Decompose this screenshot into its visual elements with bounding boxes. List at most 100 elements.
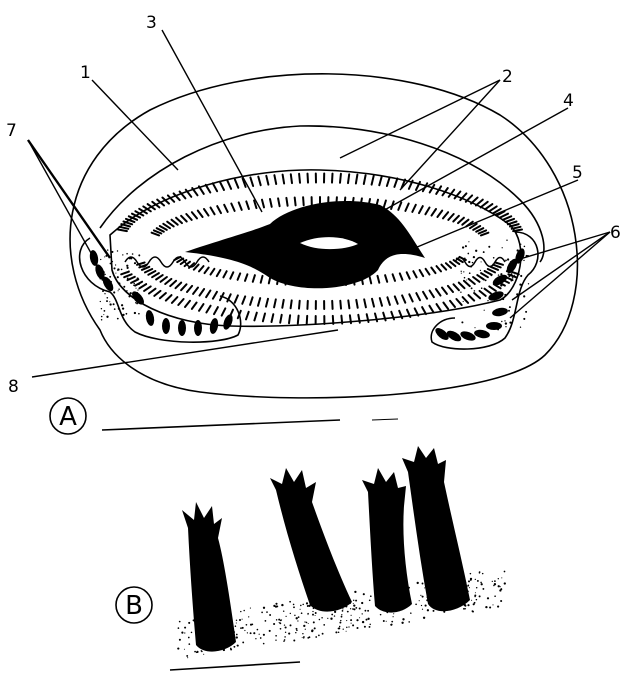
stipple-dot	[293, 639, 295, 641]
hatch-stroke	[493, 265, 501, 268]
stipple-dot	[106, 300, 108, 302]
stipple-dot	[353, 604, 355, 606]
stipple-dot	[380, 614, 382, 616]
stipple-dot	[135, 288, 136, 289]
label-2: 2	[502, 67, 513, 87]
hatch-stroke	[289, 315, 290, 323]
stipple-dot	[495, 293, 496, 294]
stipple-dot	[473, 256, 475, 258]
hatch-stroke	[282, 300, 283, 308]
stipple-dot	[482, 573, 483, 574]
stipple-dot	[196, 651, 198, 653]
stipple-dot	[313, 621, 315, 623]
stipple-dot	[257, 629, 259, 631]
stipple-dot	[466, 280, 467, 281]
stipple-dot	[126, 253, 128, 255]
stipple-dot	[500, 273, 502, 275]
hatch-stroke	[477, 275, 484, 279]
stipple-dot	[370, 595, 372, 597]
hatch-stroke	[412, 205, 416, 212]
tentacle-knob	[491, 307, 508, 318]
stipple-dot	[126, 265, 128, 267]
hatch-stroke	[160, 293, 166, 298]
stipple-dot	[276, 619, 277, 620]
stipple-dot	[259, 634, 260, 635]
hatch-stroke	[480, 291, 486, 296]
stipple-dot	[102, 279, 104, 281]
hatch-stroke	[422, 307, 426, 314]
stipple-dot	[523, 318, 525, 320]
stipple-dot	[294, 615, 295, 616]
hatch-stroke	[206, 291, 210, 298]
stipple-dot	[312, 614, 314, 616]
stipple-dot	[427, 609, 429, 611]
stipple-dot	[285, 626, 287, 628]
hatch-stroke	[378, 276, 380, 283]
stipple-dot	[109, 301, 110, 302]
label-5: 5	[572, 163, 583, 183]
hatch-stroke	[471, 198, 478, 204]
stipple-dot	[132, 253, 134, 255]
leader-2a	[340, 80, 500, 158]
hatch-stroke	[198, 211, 203, 217]
stipple-dot	[424, 587, 425, 588]
stipple-dot	[362, 621, 364, 623]
stipple-dot	[134, 312, 136, 314]
hatch-stroke	[223, 271, 226, 277]
stipple-dot	[251, 624, 253, 626]
stipple-dot	[482, 588, 484, 590]
hatch-stroke	[172, 297, 178, 303]
stipple-dot	[138, 254, 140, 256]
stipple-dot	[261, 612, 263, 614]
stipple-dot	[236, 634, 238, 636]
stipple-dot	[509, 322, 511, 324]
stipple-dot	[276, 606, 277, 607]
hatch-stroke	[224, 205, 228, 212]
stipple-dot	[110, 281, 112, 283]
stipple-dot	[408, 621, 410, 623]
stipple-dot	[288, 633, 290, 635]
stipple-dot	[383, 620, 385, 622]
stipple-dot	[308, 623, 309, 624]
stipple-dot	[393, 613, 394, 614]
stipple-dot	[508, 310, 510, 312]
stipple-dot	[235, 625, 237, 627]
stipple-dot	[402, 618, 404, 620]
stipple-dot	[246, 624, 248, 626]
stipple-dot	[420, 595, 421, 596]
hatch-stroke	[295, 198, 296, 206]
stipple-dot	[118, 290, 119, 291]
stipple-dot	[265, 620, 267, 622]
stipple-dot	[300, 605, 302, 607]
stipple-dot	[111, 254, 112, 255]
stipple-dot	[351, 615, 352, 616]
hatch-stroke	[242, 296, 245, 303]
hatch-stroke	[393, 274, 395, 281]
stipple-dot	[480, 582, 482, 584]
tentacle-3	[362, 468, 412, 613]
stipple-dot	[513, 285, 514, 286]
stipple-dot	[112, 261, 113, 262]
stipple-dot	[523, 295, 525, 297]
stipple-dot	[188, 622, 190, 624]
hatch-stroke	[200, 289, 205, 296]
hatch-stroke	[495, 263, 503, 265]
hatch-stroke	[402, 295, 405, 302]
stipple-dot	[470, 266, 472, 268]
hatch-stroke	[270, 199, 272, 207]
stipple-dot	[422, 596, 424, 598]
hatch-stroke	[450, 301, 455, 307]
stipple-dot	[290, 624, 292, 626]
stipple-dot	[460, 291, 461, 292]
hatch-stroke	[508, 222, 517, 225]
stipple-dot	[102, 290, 104, 292]
stipple-dot	[517, 249, 519, 251]
hatch-stroke	[459, 283, 465, 289]
hatch-stroke	[450, 262, 455, 266]
hatch-stroke	[250, 297, 253, 305]
stipple-dot	[425, 605, 427, 607]
stipple-dot	[479, 571, 481, 573]
stipple-dot	[470, 573, 472, 575]
stipple-dot	[104, 310, 106, 312]
stipple-dot	[348, 626, 349, 627]
